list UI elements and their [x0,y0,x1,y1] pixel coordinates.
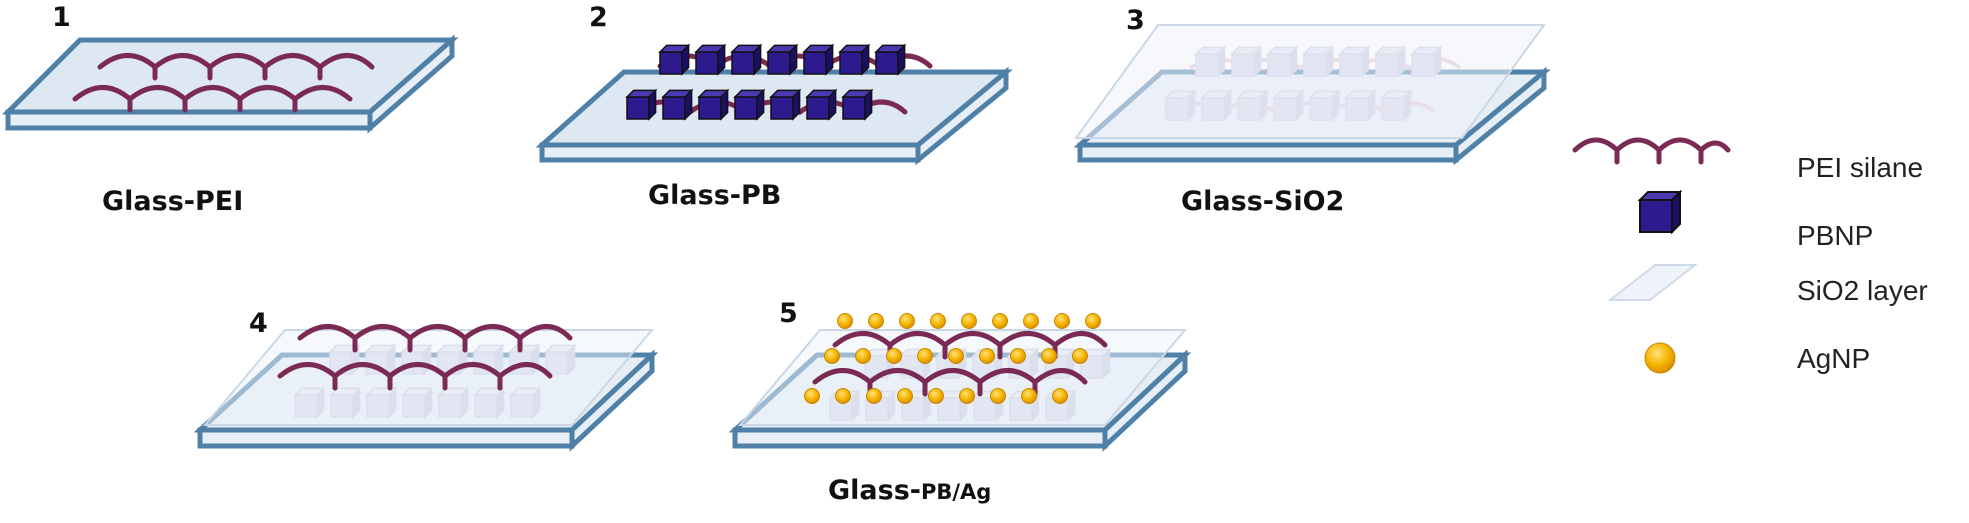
agnp-dot [855,348,871,364]
agnp-dot [824,348,840,364]
agnp-dot [961,313,977,329]
legend-label-sio2: SiO2 layer [1797,275,1928,306]
agnp-dot [979,348,995,364]
sio2-layer [1074,24,1546,139]
panel-number-5: 5 [779,298,798,329]
sio2-layer [737,329,1188,426]
legend-pbnp-icon [1637,189,1683,235]
agnp-dot [1023,313,1039,329]
caption-glass-pb-ag: Glass-PB/Ag [828,475,991,506]
pbnp-cube [841,88,874,121]
panel-number-2: 2 [589,2,608,33]
legend [1572,137,1731,374]
pei-silane-chains [72,53,375,113]
agnp-dot [1054,313,1070,329]
agnp-dot [1072,348,1088,364]
agnp-dot [868,313,884,329]
caption-sub: PB/Ag [920,480,992,504]
agnp-dot [1021,388,1037,404]
legend-pei-icon [1572,137,1731,165]
panel-2-glass-pb [535,43,1013,166]
glass-slide [1,34,459,134]
agnp-dot [835,388,851,404]
panel-number-1: 1 [52,2,71,33]
agnp-dot [990,388,1006,404]
pbnp-cube [733,88,766,121]
agnp-dot [837,313,853,329]
agnp-dot [886,348,902,364]
pbnp-cubes [625,43,907,121]
agnp-dot [1052,388,1068,404]
panel-5-glass-pb-ag [728,313,1192,452]
pbnp-cube [838,43,871,76]
pbnp-cube [697,88,730,121]
agnp-dots [804,313,1101,404]
caption-glass-sio2: Glass-SiO2 [1181,186,1345,217]
pbnp-cube [694,43,727,76]
legend-label-pbnp: PBNP [1797,220,1874,251]
agnp-dot [948,348,964,364]
legend-sio2-icon [1607,264,1698,301]
agnp-dot [992,313,1008,329]
pbnp-cube [625,88,658,121]
agnp-dot [1041,348,1057,364]
caption-main: Glass- [828,475,921,506]
pbnp-cube [805,88,838,121]
agnp-dot [897,388,913,404]
legend-label-pei: PEI silane [1797,152,1924,183]
caption-glass-pei: Glass-PEI [102,186,244,217]
agnp-dot [899,313,915,329]
panel-1-glass-pei [1,34,459,134]
pbnp-cube [661,88,694,121]
pbnp-cube [766,43,799,76]
panel-4 [193,324,659,452]
panel-number-4: 4 [249,308,268,339]
panel-number-3: 3 [1126,5,1145,36]
agnp-dot [917,348,933,364]
agnp-dot [928,388,944,404]
legend-label-agnp: AgNP [1797,343,1871,374]
agnp-dot [804,388,820,404]
caption-glass-pb: Glass-PB [648,180,782,211]
panel-3-glass-sio2 [1073,24,1551,166]
pbnp-cube [874,43,907,76]
pbnp-cube [802,43,835,76]
pbnp-cube [658,43,691,76]
agnp-dot [930,313,946,329]
agnp-dot [1010,348,1026,364]
legend-agnp-icon [1644,342,1676,374]
pbnp-cube [730,43,763,76]
agnp-dot [866,388,882,404]
agnp-dot [1085,313,1101,329]
agnp-dot [959,388,975,404]
sio2-layer [202,329,655,426]
pei-silane-chains [277,324,573,391]
pbnp-cube [769,88,802,121]
